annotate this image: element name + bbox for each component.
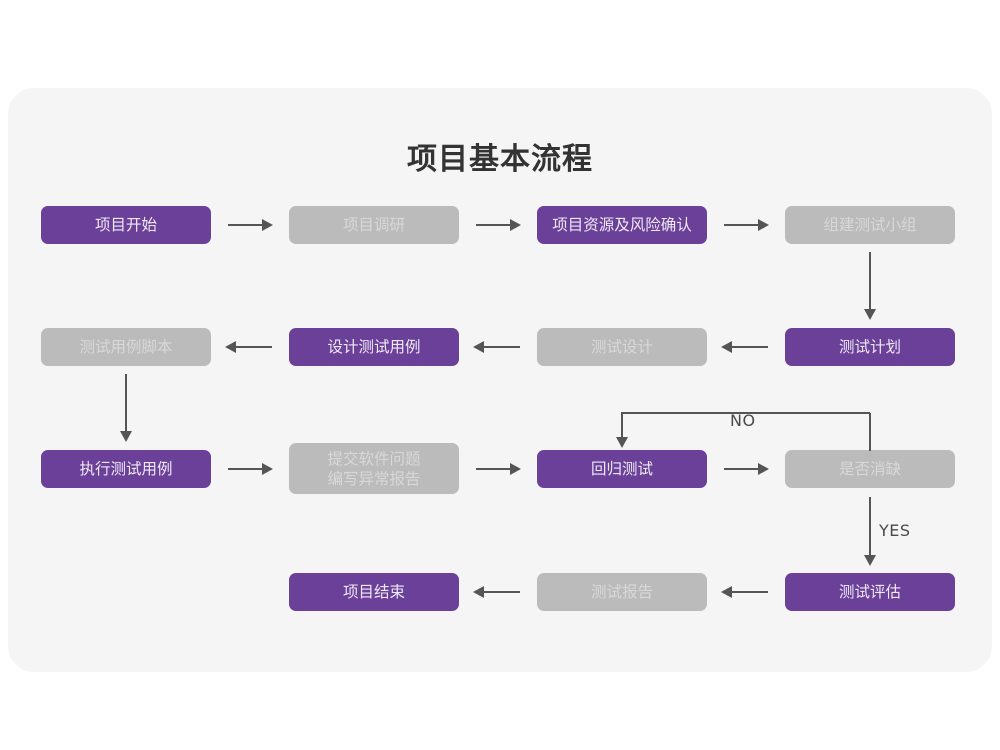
arrow-line-col1-down — [125, 374, 127, 433]
arrow-line-r4-a — [484, 591, 520, 593]
page-title: 项目基本流程 — [407, 142, 593, 177]
node-label: 测试设计 — [590, 338, 653, 356]
arrow-head-r1-b — [510, 219, 521, 231]
node-project-start[interactable]: 项目开始 — [41, 206, 211, 244]
node-label: 提交软件问题 编写异常报告 — [327, 449, 421, 488]
node-label: 是否消缺 — [838, 460, 901, 478]
node-test-plan[interactable]: 测试计划 — [785, 328, 955, 366]
arrow-head-r1-a — [262, 219, 273, 231]
arrow-head-r3-c — [758, 463, 769, 475]
node-label: 设计测试用例 — [327, 338, 421, 356]
node-label: 组建测试小组 — [823, 216, 917, 234]
arrow-line-r3-c — [724, 468, 760, 470]
node-project-research[interactable]: 项目调研 — [289, 206, 459, 244]
node-label: 项目结束 — [342, 583, 405, 601]
node-test-report[interactable]: 测试报告 — [537, 573, 707, 611]
node-label: 项目资源及风险确认 — [552, 216, 692, 234]
arrow-head-col1-down — [120, 431, 132, 442]
arrow-line-col4-down — [869, 252, 871, 311]
node-label: 回归测试 — [590, 460, 653, 478]
node-test-case-script[interactable]: 测试用例脚本 — [41, 328, 211, 366]
no-loop-left-segment — [621, 412, 623, 440]
arrow-line-r4-b — [732, 591, 768, 593]
node-label: 测试计划 — [838, 338, 901, 356]
edge-label-yes: YES — [879, 521, 911, 540]
node-label: 测试报告 — [590, 583, 653, 601]
arrow-head-r1-c — [758, 219, 769, 231]
node-execute-test-cases[interactable]: 执行测试用例 — [41, 450, 211, 488]
arrow-head-r2-a — [225, 341, 236, 353]
no-loop-top-segment — [621, 412, 870, 414]
arrow-line-r2-b — [484, 346, 520, 348]
no-loop-arrow-head — [616, 437, 628, 448]
node-project-end[interactable]: 项目结束 — [289, 573, 459, 611]
node-label: 执行测试用例 — [79, 460, 173, 478]
yes-line — [869, 497, 871, 559]
arrow-line-r1-c — [724, 224, 760, 226]
arrow-head-r3-b — [510, 463, 521, 475]
node-build-test-team[interactable]: 组建测试小组 — [785, 206, 955, 244]
arrow-head-col4-down — [864, 309, 876, 320]
yes-arrow-head — [864, 555, 876, 566]
arrow-line-r3-a — [228, 468, 264, 470]
arrow-head-r4-b — [721, 586, 732, 598]
node-submit-issues-report[interactable]: 提交软件问题 编写异常报告 — [289, 443, 459, 494]
arrow-line-r1-b — [476, 224, 512, 226]
node-defect-cleared-decision[interactable]: 是否消缺 — [785, 450, 955, 488]
node-regression-test[interactable]: 回归测试 — [537, 450, 707, 488]
node-test-evaluation[interactable]: 测试评估 — [785, 573, 955, 611]
arrow-line-r1-a — [228, 224, 264, 226]
node-design-test-cases[interactable]: 设计测试用例 — [289, 328, 459, 366]
node-label: 测试用例脚本 — [79, 338, 173, 356]
arrow-line-r3-b — [476, 468, 512, 470]
arrow-line-r2-a — [236, 346, 272, 348]
arrow-head-r2-c — [721, 341, 732, 353]
arrow-line-r2-c — [732, 346, 768, 348]
no-loop-right-segment — [869, 413, 871, 451]
node-label: 项目开始 — [94, 216, 157, 234]
arrow-head-r2-b — [473, 341, 484, 353]
arrow-head-r3-a — [262, 463, 273, 475]
node-label: 测试评估 — [838, 583, 901, 601]
arrow-head-r4-a — [473, 586, 484, 598]
node-resource-risk-confirm[interactable]: 项目资源及风险确认 — [537, 206, 707, 244]
node-test-design[interactable]: 测试设计 — [537, 328, 707, 366]
edge-label-no: NO — [730, 411, 756, 430]
node-label: 项目调研 — [342, 216, 405, 234]
